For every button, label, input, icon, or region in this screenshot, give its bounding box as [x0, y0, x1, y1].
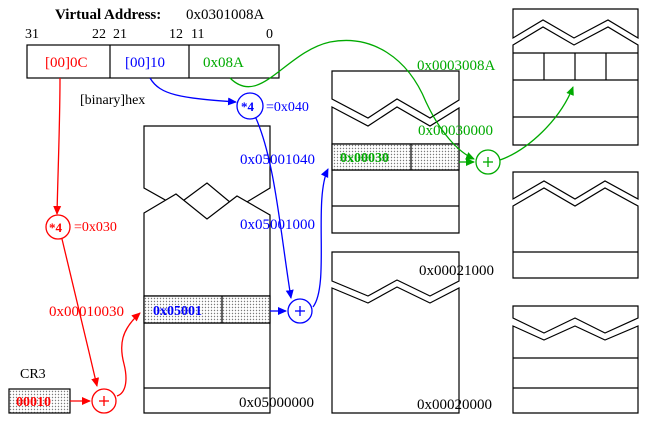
bit-label-21: 21 — [113, 27, 127, 42]
directory-field: [00]0C — [45, 55, 88, 71]
notation-label: [binary]hex — [80, 93, 145, 108]
table-field: [00]10 — [125, 55, 165, 71]
adder-icon — [287, 298, 313, 324]
red-path — [53, 77, 141, 405]
cr3-label: CR3 — [20, 367, 46, 382]
bit-label-0: 0 — [266, 27, 273, 42]
green-path — [229, 39, 574, 166]
memory-address-20000: 0x00020000 — [417, 397, 492, 413]
cr3-value: 00010 — [16, 395, 51, 410]
memory-block-lower — [331, 251, 460, 414]
memory-block-right-middle — [512, 171, 639, 279]
memory-block-right-lower — [512, 305, 639, 414]
virtual-address-label: Virtual Address: — [55, 7, 161, 23]
directory-offset-label: =0x030 — [74, 220, 117, 235]
multiply-circle-icon: *4 — [236, 92, 264, 120]
page-frame — [512, 8, 639, 146]
virtual-address-value: 0x0301008A — [186, 7, 265, 23]
bit-label-22: 22 — [92, 27, 106, 42]
bit-label-12: 12 — [169, 27, 183, 42]
page-table-base-address: 0x05001000 — [240, 217, 315, 233]
table-multiplier: *4 — [241, 99, 255, 114]
page-directory-entry — [144, 296, 270, 323]
table-offset-label: =0x040 — [266, 100, 309, 115]
multiply-circle-icon: *4 — [45, 214, 71, 240]
page-directory-entry-value: 0x05001 — [153, 304, 202, 319]
offset-field: 0x08A — [203, 55, 244, 71]
page-directory-entry-address: 0x00010030 — [49, 304, 124, 320]
memory-address-21000: 0x00021000 — [419, 263, 494, 279]
page-table-region-base: 0x05000000 — [239, 395, 314, 411]
physical-address: 0x0003008A — [417, 58, 496, 74]
bit-label-11: 11 — [191, 27, 204, 42]
virtual-address-box — [26, 44, 280, 79]
page-table-entry — [332, 144, 459, 170]
directory-multiplier: *4 — [49, 220, 63, 235]
page-table-entry-value: 0x00030 — [340, 151, 389, 166]
blue-path — [149, 77, 329, 315]
page-frame-base-address: 0x00030000 — [418, 123, 493, 139]
page-directory — [143, 125, 271, 414]
adder-icon — [475, 149, 501, 175]
page-table-entry-address: 0x05001040 — [240, 152, 315, 168]
adder-icon — [91, 388, 117, 414]
bit-label-31: 31 — [25, 27, 39, 42]
